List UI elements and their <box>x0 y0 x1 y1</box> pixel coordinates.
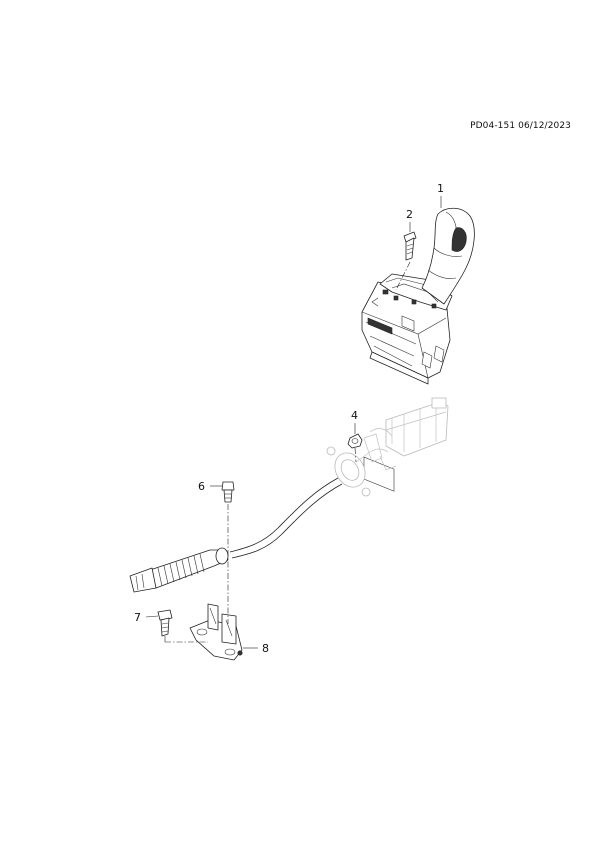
callout-7: 7 <box>134 611 159 624</box>
selector-housing <box>361 273 453 492</box>
part-4-nut <box>347 433 363 449</box>
gear-knob <box>421 207 475 305</box>
part-8-cable-bracket <box>189 603 243 661</box>
part-2-fastener <box>403 231 417 261</box>
callout-1: 1 <box>437 182 444 208</box>
callout-6: 6 <box>198 480 222 493</box>
callout-8: 8 <box>243 642 269 655</box>
callout-6-label: 6 <box>198 480 205 493</box>
callout-4: 4 <box>351 409 358 434</box>
callout-4-label: 4 <box>351 409 358 422</box>
assembly-center-lines <box>164 261 411 643</box>
shift-cable <box>129 477 343 593</box>
callout-7-label: 7 <box>134 611 141 624</box>
part-7-bolt <box>157 609 173 637</box>
part-1-gear-selector-assembly <box>361 207 475 492</box>
ghost-cable-end-mount <box>326 446 389 497</box>
callout-1-label: 1 <box>437 182 444 195</box>
ghost-selector-bracket <box>363 397 449 471</box>
part-6-bolt <box>221 481 235 503</box>
callout-2-label: 2 <box>406 208 413 221</box>
callout-2: 2 <box>406 208 413 232</box>
callout-8-label: 8 <box>262 642 269 655</box>
diagram-reference-code: PD04-151 06/12/2023 <box>470 121 571 131</box>
